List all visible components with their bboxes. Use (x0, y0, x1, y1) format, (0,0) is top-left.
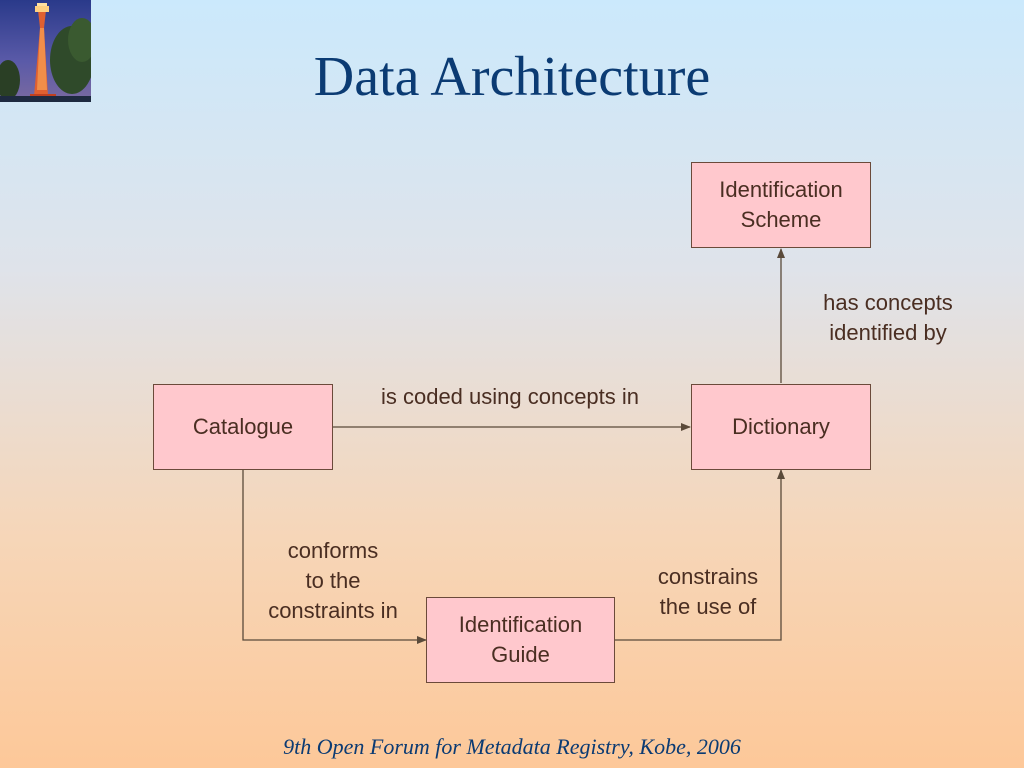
slide-title: Data Architecture (313, 46, 711, 108)
node-identification-scheme: Identification Scheme (691, 162, 871, 248)
edge-catalogue-to-guide (242, 470, 427, 644)
edge-label-constrains: constrains the use of (657, 564, 759, 619)
kobe-tower-thumbnail (0, 0, 91, 102)
node-catalogue: Catalogue (153, 384, 333, 470)
edge-label-coded-using: is coded using concepts in (380, 384, 640, 409)
edge-label-has-concepts: has concepts identified by (823, 290, 953, 345)
node-identification-guide: Identification Guide (426, 597, 615, 683)
edge-label-conforms: conforms to the constraints in (268, 538, 398, 623)
slide-footer: 9th Open Forum for Metadata Registry, Ko… (283, 734, 741, 759)
edge-guide-to-dictionary (615, 469, 785, 641)
kobe-tower-image (0, 0, 91, 102)
node-dictionary: Dictionary (691, 384, 871, 470)
